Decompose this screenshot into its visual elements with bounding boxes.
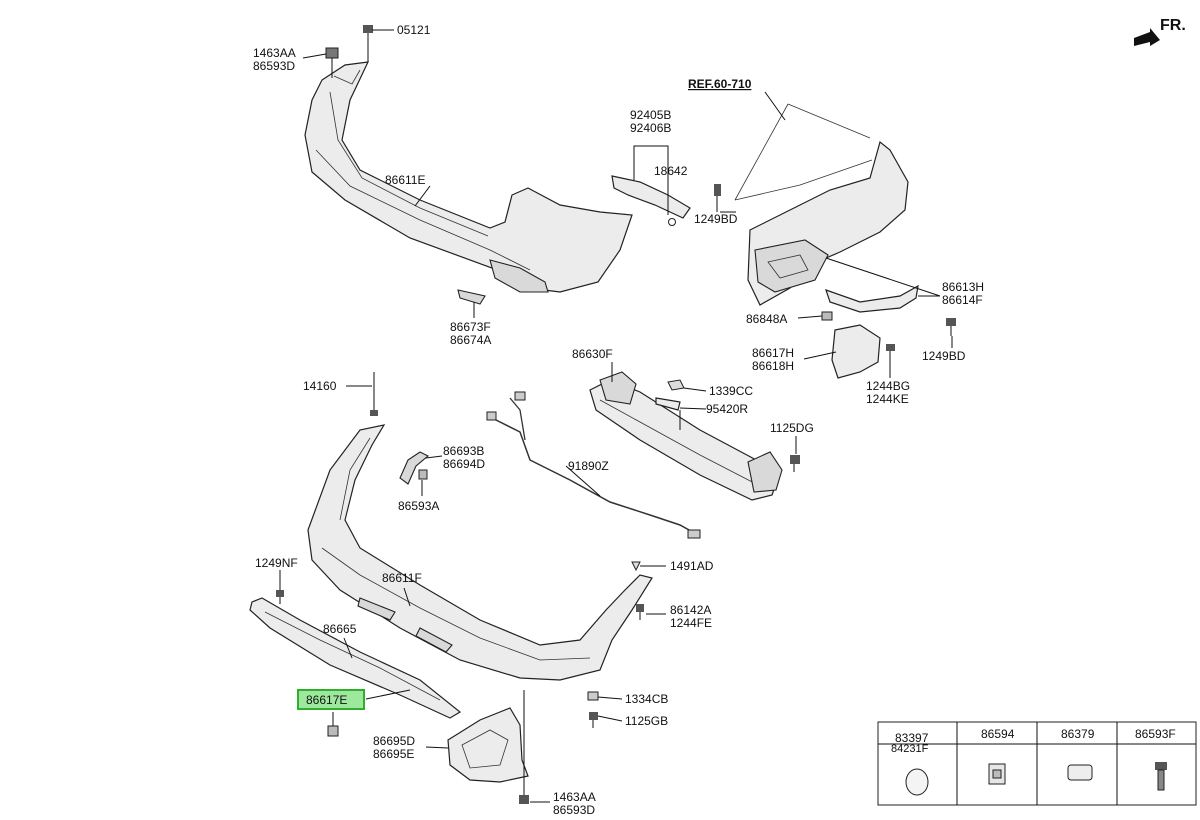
clip-1491ad[interactable] (631, 561, 641, 572)
screw-1244bg[interactable] (886, 344, 895, 362)
label-1249bd-b[interactable]: 1249BD (922, 349, 966, 363)
plug-icon (905, 768, 929, 796)
label-86611f[interactable]: 86611F (382, 571, 422, 585)
nut-1334cb[interactable] (587, 691, 599, 701)
clip-icon (988, 763, 1006, 785)
label-86695e[interactable]: 86695E (373, 747, 414, 761)
bolt-14160[interactable] (370, 372, 378, 416)
legend-col1-line2[interactable]: 84231F (891, 743, 929, 755)
label-86665[interactable]: 86665 (323, 622, 357, 636)
label-86693b[interactable]: 86693B (443, 444, 484, 458)
fastener-bottom[interactable] (519, 690, 529, 804)
reinforcement-86695d[interactable] (447, 707, 529, 783)
wiring-harness[interactable] (486, 391, 701, 539)
label-1125gb[interactable]: 1125GB (625, 714, 668, 728)
label-86848a[interactable]: 86848A (746, 312, 787, 326)
label-1491ad[interactable]: 1491AD (670, 559, 714, 573)
label-86673f[interactable]: 86673F (450, 320, 491, 334)
label-1244fe[interactable]: 1244FE (670, 616, 712, 630)
screw-86142a[interactable] (636, 604, 644, 620)
label-86593d-bottom[interactable]: 86593D (553, 803, 595, 817)
label-86614f[interactable]: 86614F (942, 293, 983, 307)
clip-86593a[interactable] (418, 469, 428, 480)
label-86142a[interactable]: 86142A (670, 603, 711, 617)
part-labels: 05121 1463AA 86593D 86611E 92405B 92406B… (253, 23, 984, 817)
front-arrow-icon (1134, 28, 1160, 46)
front-direction-indicator: FR. (1134, 17, 1186, 46)
screw-icon (1155, 762, 1167, 791)
label-86618h[interactable]: 86618H (752, 359, 794, 373)
bracket-86673f[interactable] (457, 289, 486, 305)
label-1463aa-bottom[interactable]: 1463AA (553, 790, 596, 804)
label-86613h[interactable]: 86613H (942, 280, 984, 294)
label-86695d[interactable]: 86695D (373, 734, 415, 748)
bolt-1249bd-right[interactable] (946, 318, 956, 336)
lower-bumper-cover[interactable] (307, 424, 653, 681)
label-92405b[interactable]: 92405B (630, 108, 671, 122)
legend-col1-line1[interactable]: 83397 (895, 731, 929, 745)
bolt-1125gb[interactable] (589, 712, 598, 728)
label-1244bg[interactable]: 1244BG (866, 379, 910, 393)
label-1334cb[interactable]: 1334CB (625, 692, 668, 706)
label-92406b[interactable]: 92406B (630, 121, 671, 135)
label-91890z[interactable]: 91890Z (568, 459, 609, 473)
legend-col2[interactable]: 86594 (981, 727, 1015, 741)
legend-col3[interactable]: 86379 (1061, 727, 1095, 741)
bolt-1125dg[interactable] (790, 455, 800, 472)
lower-bracket-86617h[interactable] (831, 324, 881, 379)
leader-lines (279, 29, 953, 803)
lower-garnish-86665[interactable] (249, 597, 462, 719)
highlight-box-86617e[interactable] (297, 689, 365, 710)
label-95420r[interactable]: 95420R (706, 402, 748, 416)
clip-86617e[interactable] (327, 725, 339, 737)
fastener-top-left[interactable] (325, 25, 373, 78)
label-1339cc[interactable]: 1339CC (709, 384, 753, 398)
quarter-panel-reference (734, 103, 909, 306)
rear-bumper-beam[interactable] (589, 371, 783, 501)
clip-86848a[interactable] (821, 311, 833, 321)
side-reflector-bracket[interactable] (611, 175, 721, 226)
upper-bumper-cover[interactable] (304, 61, 633, 293)
nut-1339cc[interactable] (667, 379, 685, 391)
label-1463aa-top[interactable]: 1463AA (253, 46, 296, 60)
legend-col4[interactable]: 86593F (1135, 727, 1176, 741)
label-ref-60-710[interactable]: REF.60-710 (688, 77, 752, 91)
label-86630f[interactable]: 86630F (572, 347, 613, 361)
label-18642[interactable]: 18642 (654, 164, 688, 178)
label-86617e[interactable]: 86617E (306, 693, 347, 707)
label-86593d-top[interactable]: 86593D (253, 59, 295, 73)
label-86674a[interactable]: 86674A (450, 333, 491, 347)
parts-legend-table: 83397 84231F 86594 86379 86593F (877, 721, 1197, 806)
label-1125dg[interactable]: 1125DG (770, 421, 814, 435)
grommet-icon (1067, 764, 1093, 781)
label-86611e[interactable]: 86611E (385, 173, 425, 187)
label-1249nf[interactable]: 1249NF (255, 556, 298, 570)
label-86694d[interactable]: 86694D (443, 457, 485, 471)
side-bracket-86613h[interactable] (825, 284, 919, 313)
label-05121[interactable]: 05121 (397, 23, 431, 37)
label-1249bd-a[interactable]: 1249BD (694, 212, 738, 226)
front-direction-label: FR. (1160, 17, 1186, 34)
screw-1249nf[interactable] (276, 590, 284, 604)
label-1244ke[interactable]: 1244KE (866, 392, 909, 406)
label-86617h[interactable]: 86617H (752, 346, 794, 360)
bracket-95420r[interactable] (655, 397, 681, 411)
label-14160[interactable]: 14160 (303, 379, 337, 393)
bracket-86693b[interactable] (399, 451, 429, 485)
label-86593a[interactable]: 86593A (398, 499, 439, 513)
